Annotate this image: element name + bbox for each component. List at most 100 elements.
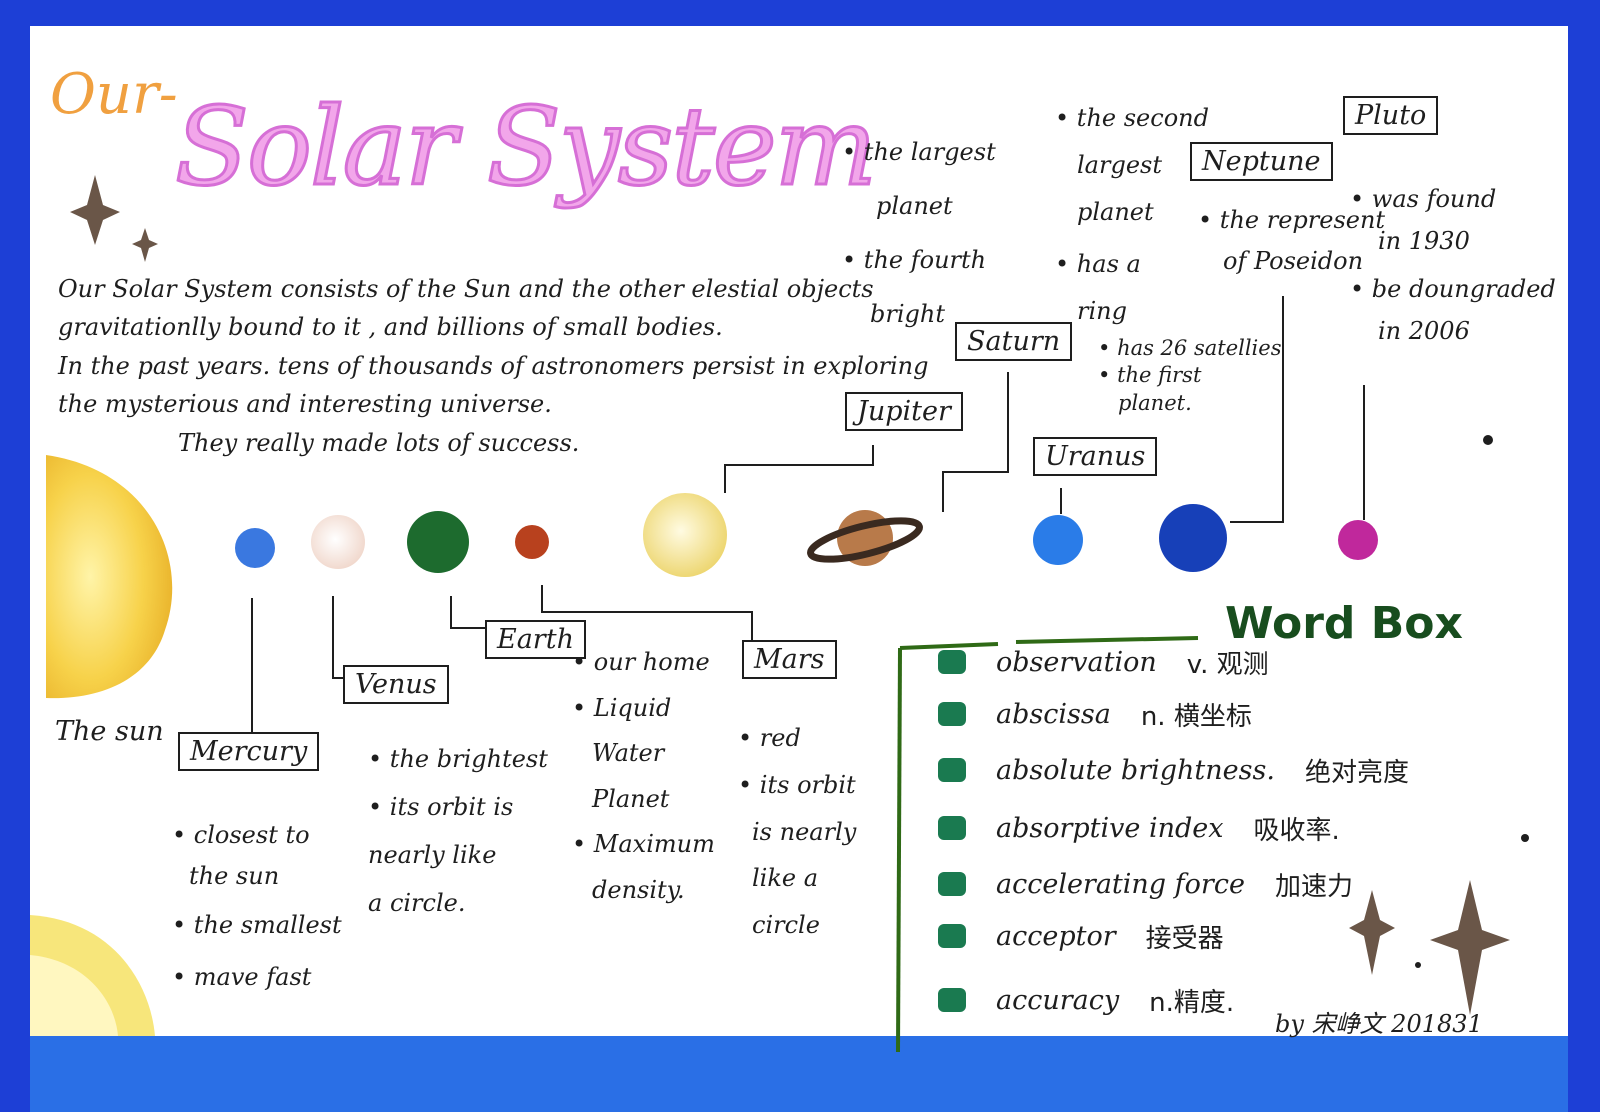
notes-pluto: was found in 1930 be doungraded in 2006 (1350, 178, 1556, 352)
star-icon (70, 175, 120, 245)
note: the fourth (842, 233, 996, 287)
note: a circle. (368, 889, 466, 917)
note: mave fast (172, 957, 342, 998)
list-item: abscissa n. 横坐标 (938, 694, 1252, 734)
paper-sheet (30, 26, 1568, 1036)
planet-mercury (235, 528, 275, 568)
star-icon (132, 228, 158, 262)
dot (1521, 834, 1529, 842)
word-en: accuracy (996, 984, 1120, 1016)
word-zh: v. 观测 (1186, 649, 1269, 680)
word-zh: 绝对亮度 (1304, 757, 1409, 788)
note: the largest (842, 125, 996, 179)
planet-jupiter (643, 493, 727, 577)
note: red (738, 715, 856, 762)
note: has 26 satellies (1098, 335, 1281, 362)
note: density. (592, 875, 685, 904)
note: circle (752, 911, 820, 940)
bullet-square-icon (938, 758, 966, 782)
note: in 1930 (1378, 227, 1470, 255)
intro-line: In the past years. tens of thousands of … (58, 351, 929, 380)
label-jupiter: Jupiter (845, 392, 963, 431)
note: planet (1077, 197, 1154, 226)
page-title: Solar System (173, 84, 878, 212)
note: Maximum (572, 822, 715, 868)
notes-jupiter: the largest planet the fourth bright (842, 125, 996, 341)
word-zh: 接受器 (1145, 923, 1224, 954)
note: nearly like (368, 841, 497, 869)
word-zh: 加速力 (1274, 871, 1353, 902)
word-en: accelerating force (996, 868, 1245, 900)
note: the second (1055, 95, 1209, 142)
sun-label: The sun (55, 716, 164, 747)
bullet-square-icon (938, 702, 966, 726)
word-en: abscissa (996, 698, 1111, 730)
star-icon (1349, 890, 1395, 975)
note: bright (870, 300, 945, 328)
word-zh: 吸收率. (1253, 815, 1340, 846)
note: be doungraded (1350, 268, 1556, 310)
note: the first (1098, 362, 1281, 389)
planet-uranus (1033, 515, 1083, 565)
note: like a (752, 864, 819, 893)
notes-uranus: has 26 satellies the first planet. (1098, 335, 1281, 417)
planet-pluto (1338, 520, 1378, 560)
list-item: absorptive index 吸收率. (938, 808, 1340, 848)
bottom-band (30, 1036, 1568, 1112)
word-en: acceptor (996, 920, 1116, 952)
planet-saturn (807, 510, 923, 566)
dot (1415, 962, 1421, 968)
notes-mars: red its orbit is nearly like a circle (738, 715, 856, 949)
corner-sun-inner (30, 955, 118, 1036)
label-neptune: Neptune (1190, 142, 1333, 181)
note: planet (876, 192, 953, 220)
label-venus: Venus (343, 665, 449, 704)
planet-earth (407, 511, 469, 573)
planet-venus (311, 515, 365, 569)
note: its orbit (738, 762, 856, 809)
note: ring (1077, 297, 1127, 326)
label-earth: Earth (485, 620, 586, 659)
note: the brightest (368, 735, 548, 783)
note: closest to (172, 815, 342, 856)
signature: by 宋峥文 201831 (1275, 1010, 1483, 1038)
intro-line: gravitationlly bound to it , and billion… (58, 313, 723, 342)
intro-line: They really made lots of success. (178, 428, 580, 457)
connector-lines (251, 296, 1365, 732)
bullet-square-icon (938, 988, 966, 1012)
bullet-square-icon (938, 872, 966, 896)
list-item: observation v. 观测 (938, 642, 1269, 682)
note: is nearly (752, 817, 857, 846)
label-mercury: Mercury (178, 732, 320, 771)
notes-mercury: closest to the sun the smallest mave fas… (172, 815, 342, 998)
intro-line: the mysterious and interesting universe. (58, 390, 552, 419)
label-mars: Mars (742, 640, 837, 679)
word-box-title: Word Box (1225, 598, 1463, 649)
word-zh: n.精度. (1149, 987, 1235, 1018)
dot (1483, 435, 1493, 445)
list-item: absolute brightness. 绝对亮度 (938, 750, 1409, 790)
label-uranus: Uranus (1033, 437, 1158, 476)
bullet-square-icon (938, 816, 966, 840)
intro-line: Our Solar System consists of the Sun and… (58, 275, 874, 303)
bullet-square-icon (938, 924, 966, 948)
bullet-square-icon (938, 650, 966, 674)
note: our home (572, 640, 715, 686)
label-saturn: Saturn (955, 322, 1073, 361)
word-en: observation (996, 646, 1157, 678)
intro-paragraph: Our Solar System consists of the Sun and… (58, 270, 929, 462)
note: the smallest (172, 905, 342, 946)
list-item: accuracy n.精度. (938, 980, 1234, 1020)
planet-neptune (1159, 504, 1227, 572)
note: the sun (189, 861, 280, 890)
list-item: accelerating force 加速力 (938, 864, 1353, 904)
label-pluto: Pluto (1343, 96, 1439, 135)
planet-mars (515, 525, 549, 559)
word-en: absorptive index (996, 812, 1224, 844)
word-en: absolute brightness. (996, 754, 1275, 786)
notes-earth: our home Liquid Water Planet Maximum den… (572, 640, 715, 914)
note: in 2006 (1378, 317, 1470, 345)
note: largest (1077, 150, 1162, 179)
note: its orbit is (368, 783, 548, 831)
